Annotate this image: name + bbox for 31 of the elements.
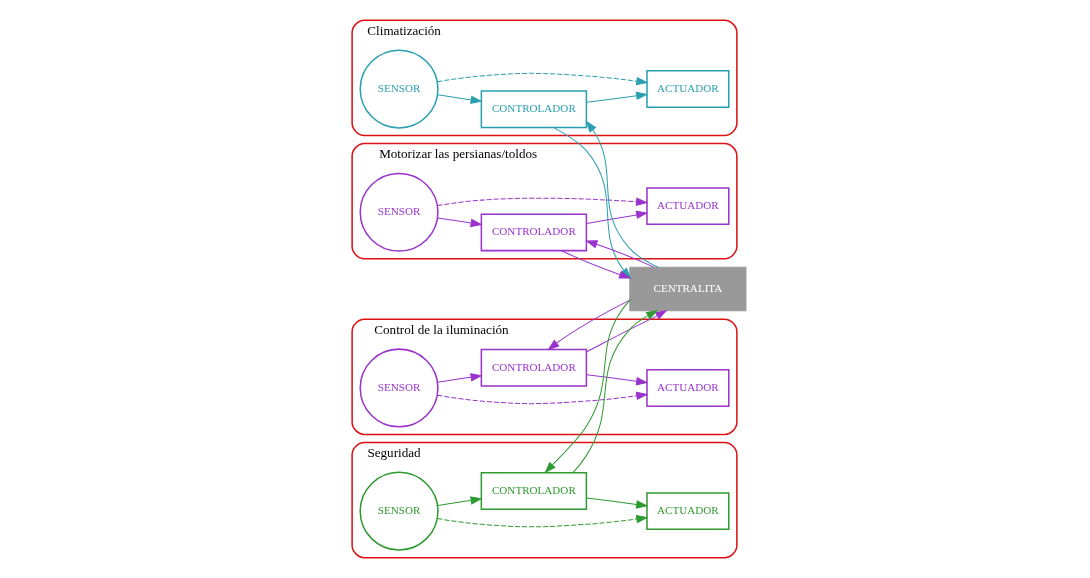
- node-box: CONTROLADOR: [480, 90, 588, 129]
- arrow: [437, 217, 483, 228]
- arrow: [437, 94, 483, 104]
- arrow: [586, 210, 649, 224]
- arrow: [547, 299, 631, 351]
- arrow: [437, 391, 649, 405]
- node-circle: SENSOR: [359, 172, 439, 252]
- node-box: ACTUADOR: [646, 369, 730, 407]
- arrow: [586, 91, 649, 103]
- node-box: CENTRALITA: [629, 266, 747, 312]
- node-box: ACTUADOR: [646, 492, 730, 531]
- arrow: [586, 497, 649, 509]
- node-box: CONTROLADOR: [480, 348, 588, 387]
- arrow: [572, 310, 659, 474]
- arrow: [585, 240, 655, 268]
- arrow: [586, 309, 668, 353]
- arrow: [586, 374, 649, 386]
- node-box: CONTROLADOR: [480, 472, 588, 510]
- node-circle: SENSOR: [359, 49, 439, 129]
- arrow: [437, 496, 483, 506]
- node-circle: SENSOR: [359, 348, 439, 428]
- node-box: ACTUADOR: [646, 70, 730, 108]
- arrow: [437, 197, 649, 206]
- arrow: [437, 373, 483, 383]
- arrow: [544, 299, 631, 474]
- arrow: [437, 72, 649, 86]
- arrow: [585, 120, 659, 268]
- node-box: CONTROLADOR: [480, 213, 588, 252]
- arrow: [437, 514, 649, 528]
- node-circle: SENSOR: [359, 471, 439, 551]
- node-box: ACTUADOR: [646, 187, 730, 226]
